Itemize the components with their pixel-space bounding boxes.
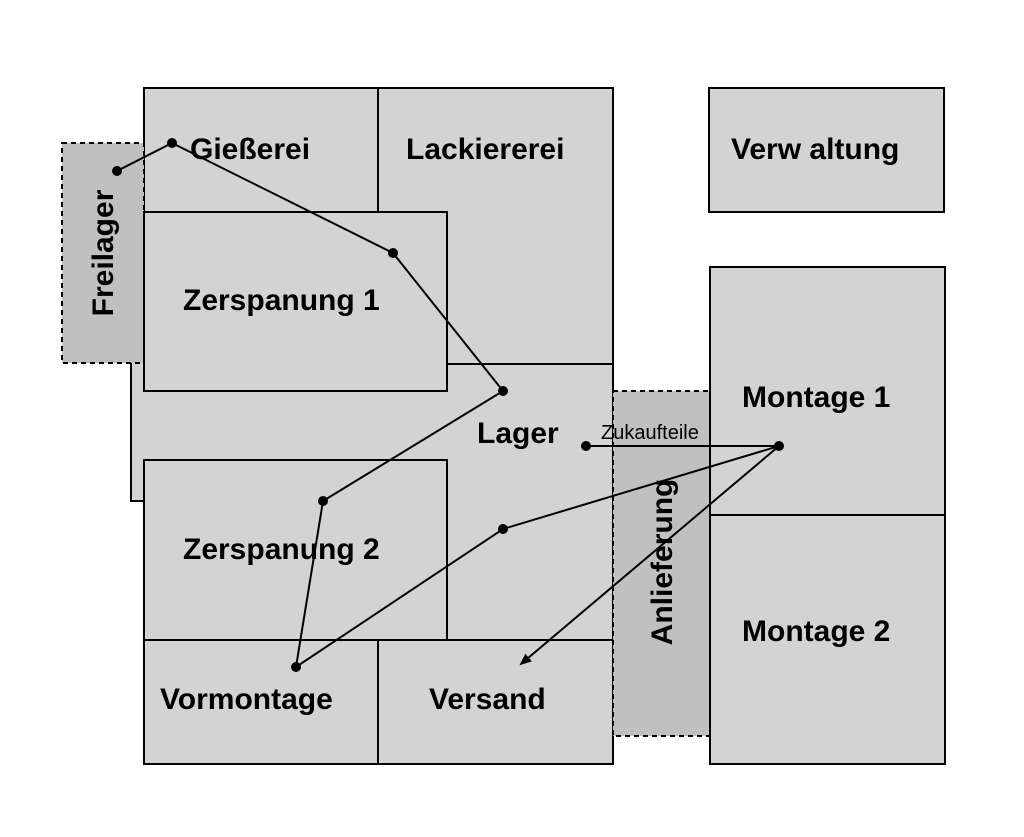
label-verwaltung: Verw altung bbox=[731, 133, 899, 166]
area-zerspanung-1 bbox=[143, 211, 448, 392]
flow-node-giesserei bbox=[167, 138, 177, 148]
area-montage-2 bbox=[709, 514, 946, 765]
area-montage-1 bbox=[709, 266, 946, 516]
label-lackiererei: Lackiererei bbox=[406, 133, 564, 166]
flow-to-versand-arrow bbox=[519, 445, 780, 666]
flow-node-vormontage bbox=[291, 662, 301, 672]
label-zerspanung-1: Zerspanung 1 bbox=[183, 284, 380, 317]
label-montage-1: Montage 1 bbox=[742, 381, 890, 414]
label-zerspanung-2: Zerspanung 2 bbox=[183, 533, 380, 566]
area-anlieferung bbox=[612, 390, 711, 737]
area-zerspanung-2 bbox=[143, 459, 448, 641]
flow-node-lager-bottom bbox=[498, 524, 508, 534]
label-giesserei: Gießerei bbox=[190, 133, 310, 166]
material-flow-path bbox=[116, 141, 780, 670]
label-lager: Lager bbox=[477, 417, 559, 450]
label-zukaufteile: Zukaufteile bbox=[601, 422, 699, 444]
label-freilager: Freilager bbox=[87, 189, 120, 316]
area-verwaltung bbox=[708, 87, 945, 213]
flow-node-freilager bbox=[112, 166, 122, 176]
flow-node-zerspanung-2 bbox=[318, 496, 328, 506]
flow-node-zerspanung-1 bbox=[388, 248, 398, 258]
label-anlieferung: Anlieferung bbox=[646, 479, 679, 646]
area-giesserei bbox=[143, 87, 379, 213]
flow-node-lager-zukauf bbox=[581, 441, 591, 451]
area-vormontage bbox=[143, 639, 379, 765]
flow-node-montage-1 bbox=[774, 441, 784, 451]
label-versand: Versand bbox=[429, 683, 546, 716]
area-versand bbox=[377, 639, 614, 765]
label-vormontage: Vormontage bbox=[160, 683, 333, 716]
label-montage-2: Montage 2 bbox=[742, 615, 890, 648]
flow-node-lager-top bbox=[498, 386, 508, 396]
